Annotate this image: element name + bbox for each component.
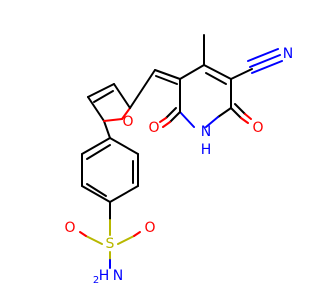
bond [165, 107, 177, 119]
bond [205, 72, 227, 85]
bond [113, 83, 131, 109]
bond [86, 183, 107, 197]
bond [179, 111, 195, 128]
bond [133, 231, 141, 237]
bond [93, 90, 114, 103]
bond [217, 107, 232, 118]
bond [129, 69, 156, 109]
bond [109, 137, 139, 155]
nitrile-nitrogen-label: N [283, 46, 293, 62]
bond [240, 117, 249, 124]
bond [203, 64, 232, 80]
bond [87, 96, 105, 122]
bond [244, 113, 252, 120]
atom-labels: O N O O N H S O O N H 2 [64, 46, 293, 286]
bond [86, 144, 111, 160]
bond [103, 120, 111, 139]
amine-hydrogen-label: H [99, 268, 110, 284]
bond [103, 118, 123, 122]
bond [159, 117, 167, 123]
right-carbonyl-oxygen-label: O [252, 120, 263, 136]
bond-lines [79, 34, 283, 269]
bond [79, 231, 87, 237]
bond [81, 185, 111, 203]
bond [249, 54, 281, 68]
bond [121, 107, 131, 120]
bond [179, 64, 205, 80]
bond [247, 48, 279, 62]
bond [169, 111, 181, 123]
molecule-diagram: O N O O N H S O O N H 2 [64, 34, 293, 286]
sulfur-label: S [106, 236, 115, 252]
bond [154, 69, 181, 80]
furan-oxygen-label: O [122, 114, 133, 130]
amine-subscript-label: 2 [93, 275, 99, 286]
molecule-canvas: O N O O N H S O O N H 2 [64, 34, 294, 286]
imide-nitrogen-label: N [201, 124, 211, 140]
bond [155, 75, 178, 85]
bond [205, 116, 219, 128]
bond [87, 83, 115, 98]
bond [81, 137, 111, 155]
bond [162, 121, 171, 128]
bond [85, 235, 103, 245]
left-carbonyl-oxygen-label: O [148, 120, 159, 136]
bond [230, 68, 253, 80]
amine-nitrogen-label: N [113, 268, 123, 284]
sulfonyl-oxygen-left-label: O [64, 220, 75, 236]
bond [109, 185, 139, 203]
bond [234, 103, 246, 115]
bond [117, 235, 135, 245]
bond [230, 107, 242, 119]
sulfonyl-oxygen-right-label: O [144, 220, 155, 236]
imide-hydrogen-label: H [201, 142, 212, 158]
bond [251, 60, 283, 74]
